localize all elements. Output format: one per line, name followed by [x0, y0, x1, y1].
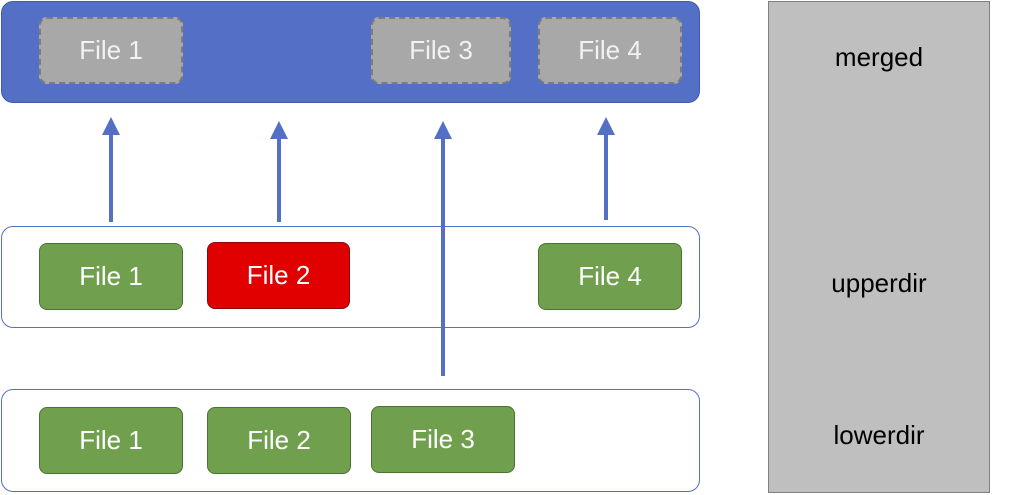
merged-file-1[interactable]: File 1: [39, 17, 183, 84]
label-upperdir: upperdir: [831, 268, 927, 298]
merged-file-4[interactable]: File 4: [538, 17, 682, 84]
label-merged: merged: [834, 42, 924, 72]
upperdir-file-4[interactable]: File 4: [538, 243, 682, 310]
arrow-upper-file-1-to-merged: [102, 117, 120, 222]
arrow-upper-file-4-to-merged: [597, 117, 615, 220]
lowerdir-file-2[interactable]: File 2: [207, 407, 351, 474]
upperdir-file-2[interactable]: File 2: [207, 242, 350, 309]
arrow-lower-file-3-to-merged: [434, 121, 452, 376]
lowerdir-file-3[interactable]: File 3: [371, 406, 515, 473]
upperdir-file-1[interactable]: File 1: [39, 243, 183, 310]
arrow-upper-file-2-to-merged: [270, 121, 288, 222]
layer-labels-panel: [768, 1, 990, 493]
lowerdir-file-1[interactable]: File 1: [39, 407, 183, 474]
merged-file-3[interactable]: File 3: [371, 17, 511, 84]
label-lowerdir: lowerdir: [833, 420, 925, 450]
